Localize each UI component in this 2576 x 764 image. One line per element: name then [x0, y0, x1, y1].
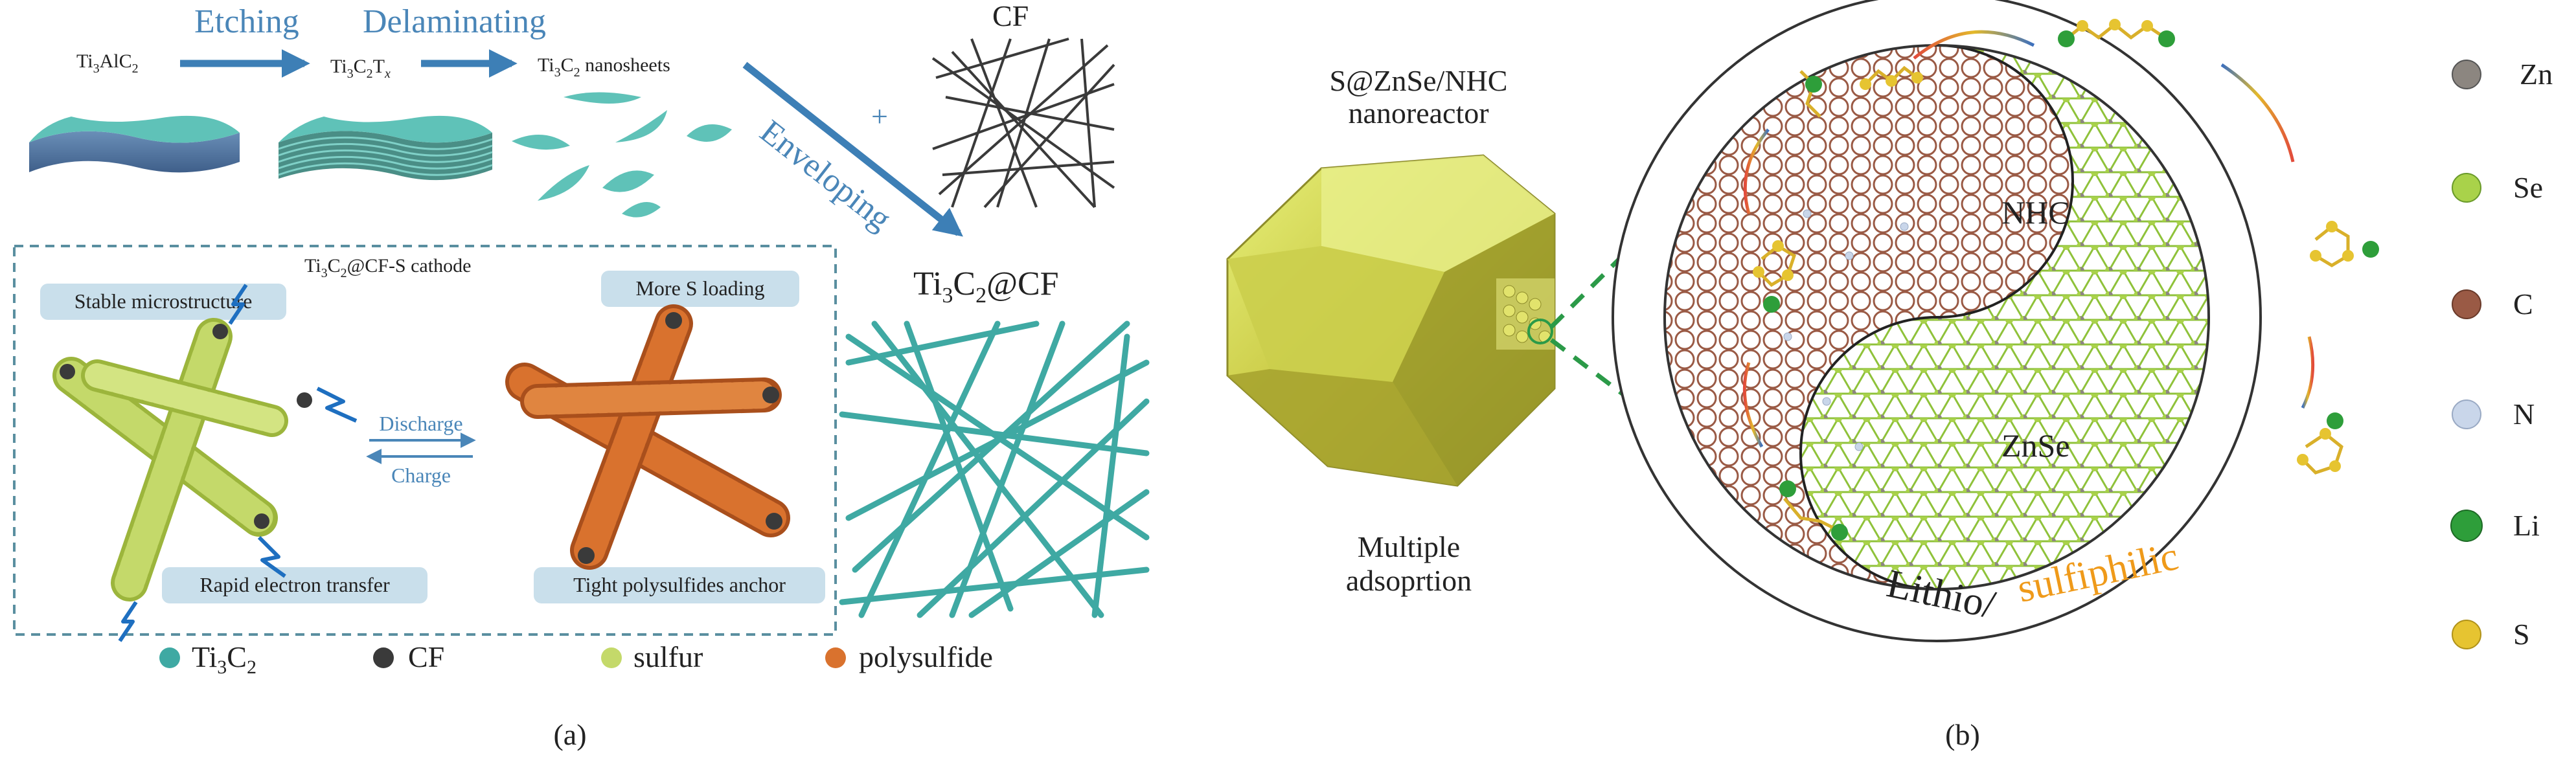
svg-text:polysulfide: polysulfide: [859, 640, 993, 673]
label-ti3c2-nanosheets: Ti3C2 nanosheets: [538, 54, 670, 80]
legend-item-zn: Zn: [2452, 58, 2553, 91]
svg-text:S: S: [2513, 618, 2530, 651]
label-ti3c2tx: Ti3C2Tx: [330, 56, 391, 81]
label-ti3alc2: Ti3AlC2: [76, 51, 139, 76]
panel-a-legend: Ti3C2 CF sulfur polysulfide: [159, 640, 993, 678]
legend-item-c: C: [2452, 287, 2533, 320]
cf-label: CF: [992, 0, 1029, 32]
tag-tight-bg: [534, 567, 825, 603]
tag-more-s-bg: [601, 271, 799, 307]
yin-yang-divider: [1799, 44, 2074, 590]
legend-item-se: Se: [2452, 171, 2543, 204]
etching-label: Etching: [194, 3, 299, 40]
sulfur-fiber-cross: [52, 318, 312, 601]
nhc-label: NHC: [2001, 194, 2070, 230]
svg-text:CF: CF: [408, 640, 444, 673]
svg-text:Ti3C2: Ti3C2: [192, 640, 256, 678]
tag-rapid-bg: [162, 567, 427, 603]
tag-stable-bg: [40, 284, 286, 320]
svg-text:Se: Se: [2513, 171, 2543, 204]
multiple-adsorption-line1: Multiple: [1358, 530, 1460, 563]
electron-bolt-icon: [118, 284, 358, 642]
tag-stable-microstructure: Stable microstructure: [74, 289, 253, 313]
discharge-label: Discharge: [379, 412, 462, 435]
nanoreactor-title-line2: nanoreactor: [1348, 96, 1488, 129]
svg-text:Li: Li: [2513, 509, 2540, 542]
panel-a: Ti3AlC2 Etching Ti3C2Tx Delaminating Ti3…: [13, 0, 1150, 751]
multiple-adsorption-line2: adsoprtion: [1346, 564, 1472, 597]
legend-item-li: Li: [2450, 509, 2540, 542]
delaminating-label: Delaminating: [363, 3, 546, 40]
panel-b: S@ZnSe/NHC nanoreactor Multiple adsoprti…: [1226, 0, 2553, 751]
cathode-title: Ti3C2@CF-S cathode: [304, 255, 471, 280]
charge-label: Charge: [391, 464, 451, 487]
tag-rapid-electron-transfer: Rapid electron transfer: [199, 573, 390, 596]
ti3c2-cf-label: Ti3C2@CF: [913, 265, 1059, 308]
legend-item-polysulfide: polysulfide: [825, 640, 993, 673]
legend-item-n: N: [2452, 398, 2535, 431]
nanoreactor-title-line1: S@ZnSe/NHC: [1330, 64, 1508, 97]
ti3c2-nanosheet-flakes: [512, 92, 732, 218]
svg-text:C: C: [2513, 287, 2533, 320]
ti3c2tx-stack: [278, 115, 493, 181]
svg-text:N: N: [2513, 398, 2535, 431]
legend-item-sulfur: sulfur: [601, 640, 703, 673]
znse-label: ZnSe: [2001, 427, 2070, 464]
tag-tight-polysulfides-anchor: Tight polysulfides anchor: [573, 573, 786, 596]
ti3alc2-slab: [29, 115, 240, 173]
carbon-fiber-mesh: [931, 38, 1115, 208]
svg-text:Zn: Zn: [2520, 58, 2553, 91]
lithium-atoms: [1763, 30, 2379, 541]
cathode-dashed-box: [13, 245, 837, 636]
legend-item-ti3c2: Ti3C2: [159, 640, 256, 678]
tag-more-s-loading: More S loading: [635, 276, 764, 300]
panel-a-caption: (a): [553, 718, 586, 751]
enveloping-arrow: [742, 62, 963, 237]
panel-b-caption: (b): [1945, 718, 1980, 751]
ti3c2-cf-mesh: [839, 320, 1150, 618]
legend-item-cf: CF: [373, 640, 444, 673]
inner-circle: [1663, 44, 2210, 590]
legend-item-s: S: [2452, 618, 2530, 651]
panel-b-legend: Zn Se C N Li S: [2450, 58, 2553, 651]
sulfur-atoms: [1753, 19, 2354, 472]
adsorption-arrows: [1742, 30, 2315, 448]
plus-sign: +: [871, 100, 888, 133]
svg-text:sulfur: sulfur: [633, 640, 703, 673]
polyhedron-nanoreactor: [1226, 154, 1556, 487]
polysulfide-fiber-cross: [505, 304, 790, 570]
